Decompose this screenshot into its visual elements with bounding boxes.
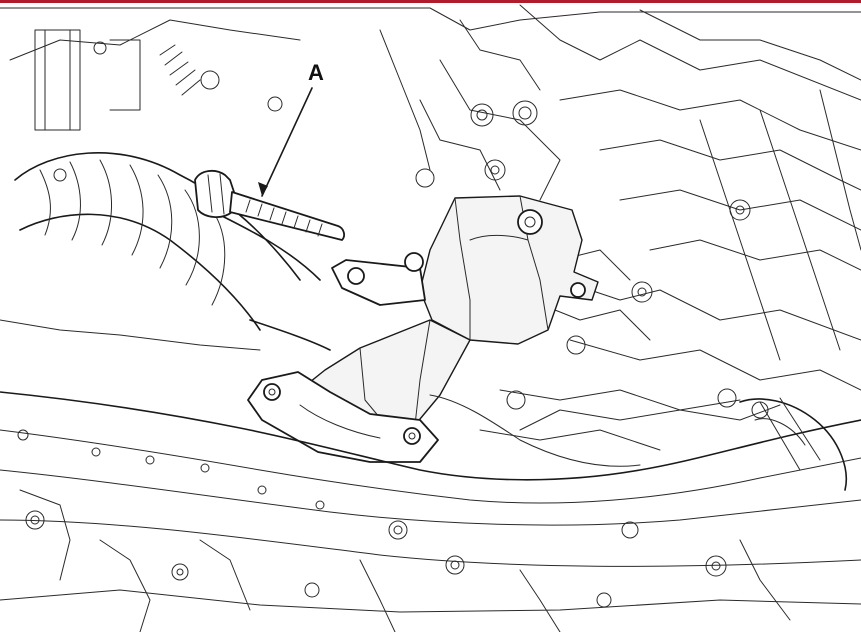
exhaust-pipe [0, 152, 331, 351]
subframe [0, 391, 861, 632]
bolt-a [194, 169, 345, 241]
top-border [0, 0, 861, 3]
callout-label-a: A [308, 60, 324, 85]
callout-arrow [258, 87, 313, 197]
mount-bracket [247, 195, 599, 463]
